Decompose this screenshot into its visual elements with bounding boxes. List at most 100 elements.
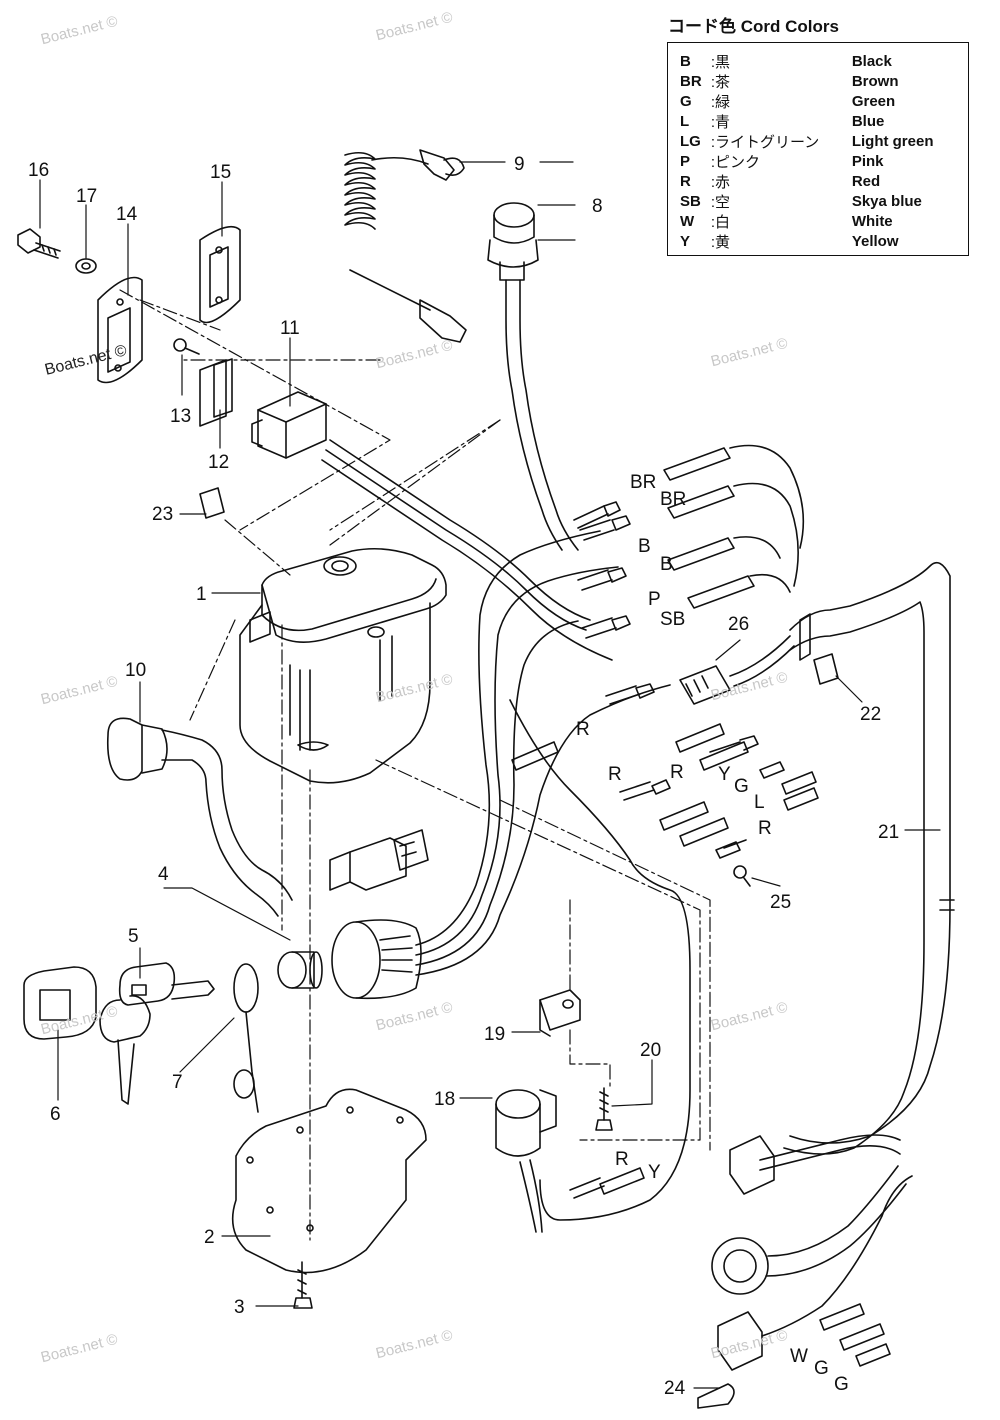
legend-row: Y :黄 Yellow xyxy=(680,231,958,251)
washer-17 xyxy=(75,258,97,274)
legend-jp: :ピンク xyxy=(710,153,761,171)
part-20-label: 20 xyxy=(640,1040,661,1061)
wire-color-labels: BR BR B B P SB R R R Y G L R R Y W G G xyxy=(576,472,849,1395)
legend-title: コード色 Cord Colors xyxy=(668,17,839,36)
bracket-14 xyxy=(97,276,143,384)
part-16-label: 16 xyxy=(28,160,49,181)
wire-label-r-5: R xyxy=(615,1149,629,1170)
wire-label-r-2: R xyxy=(608,764,622,785)
legend-en: Blue xyxy=(851,112,885,130)
kill-switch-8 xyxy=(487,202,579,551)
part-19-label: 19 xyxy=(484,1024,505,1045)
legend-en: Black xyxy=(851,52,892,70)
wire-label-w: W xyxy=(790,1346,808,1367)
grommet-7 xyxy=(233,963,259,1113)
legend-jp: :ライトグリーン xyxy=(710,133,820,151)
part-15-label: 15 xyxy=(210,162,231,183)
connectors-lower xyxy=(511,683,819,859)
part-18-label: 18 xyxy=(434,1089,455,1110)
part-labels: 1 2 3 4 5 6 7 8 9 10 11 12 13 14 15 16 1… xyxy=(28,154,899,1399)
wire-label-p: P xyxy=(648,589,661,610)
plate-2 xyxy=(231,1088,427,1274)
legend-en: Pink xyxy=(851,152,884,170)
control-box-1 xyxy=(239,547,447,784)
legend-en: Brown xyxy=(851,72,899,90)
legend-code: P xyxy=(680,152,691,170)
part-12-label: 12 xyxy=(208,452,229,473)
part-23-label: 23 xyxy=(152,504,173,525)
bracket-15 xyxy=(199,225,241,324)
legend-code: LG xyxy=(680,132,701,150)
legend-en: Red xyxy=(851,172,881,190)
switch-11 xyxy=(251,391,327,459)
legend-code: BR xyxy=(680,72,702,90)
part-26-label: 26 xyxy=(728,614,749,635)
part-2-label: 2 xyxy=(204,1227,215,1248)
wire-label-y-2: Y xyxy=(648,1162,661,1183)
main-switch-4 xyxy=(277,919,422,1000)
legend-jp: :青 xyxy=(710,113,731,131)
legend-jp: :黄 xyxy=(710,233,731,251)
wire-label-g-2: G xyxy=(814,1358,829,1379)
connectors-upper xyxy=(573,444,805,639)
legend-code: L xyxy=(680,112,690,130)
lower-connectors xyxy=(697,1134,913,1409)
cable-21 xyxy=(783,561,955,1155)
part-25-label: 25 xyxy=(770,892,791,913)
nut-25 xyxy=(733,865,751,887)
cap-6 xyxy=(23,966,97,1040)
part-24-label: 24 xyxy=(664,1378,686,1399)
screw-3 xyxy=(293,1261,313,1309)
wire-label-g-3: G xyxy=(834,1374,849,1395)
coupler xyxy=(329,829,429,891)
wire-label-br-1: BR xyxy=(630,472,656,493)
part-9-label: 9 xyxy=(514,154,525,175)
legend-row: L :青 Blue xyxy=(680,111,958,131)
switch-plate-12 xyxy=(199,358,233,427)
legend-en: Green xyxy=(851,92,896,110)
legend-en: White xyxy=(851,212,893,230)
wire-label-r-3: R xyxy=(670,762,684,783)
leader-lines xyxy=(39,161,941,1389)
part-8-label: 8 xyxy=(592,196,603,217)
legend-row: SB :空 Skya blue xyxy=(680,191,958,211)
part-22-label: 22 xyxy=(860,704,881,725)
chip-22 xyxy=(813,653,839,685)
part-11-label: 11 xyxy=(280,318,300,339)
part-14-label: 14 xyxy=(116,204,138,225)
buzzer-18 xyxy=(495,1089,557,1233)
legend-code: B xyxy=(680,52,691,70)
wire-label-l: L xyxy=(754,792,765,813)
part-5-label: 5 xyxy=(128,926,139,947)
wire-label-sb: SB xyxy=(660,609,685,630)
tag-23 xyxy=(199,487,225,519)
part-3-label: 3 xyxy=(234,1297,245,1318)
legend-code: Y xyxy=(680,232,691,250)
legend-en: Skya blue xyxy=(851,192,922,210)
part-13-label: 13 xyxy=(170,406,191,427)
key-5 xyxy=(99,962,215,1105)
wire-label-r-1: R xyxy=(576,719,590,740)
legend-jp: :空 xyxy=(710,193,731,211)
part-17-label: 17 xyxy=(76,186,97,207)
legend-code: SB xyxy=(680,192,701,210)
legend-jp: :赤 xyxy=(710,173,731,191)
screw-13 xyxy=(173,338,200,355)
wire-label-b-2: B xyxy=(660,554,673,575)
bolt-20 xyxy=(595,1087,613,1131)
assembly-lines xyxy=(119,289,711,1241)
wire-label-br-2: BR xyxy=(660,489,686,510)
legend-row: P :ピンク Pink xyxy=(680,151,958,171)
part-1-label: 1 xyxy=(196,584,207,605)
legend-en: Yellow xyxy=(851,232,899,250)
choke-knob-10 xyxy=(106,717,293,917)
part-6-label: 6 xyxy=(50,1104,61,1125)
bolt-16 xyxy=(17,228,61,259)
legend-jp: :白 xyxy=(710,213,731,231)
